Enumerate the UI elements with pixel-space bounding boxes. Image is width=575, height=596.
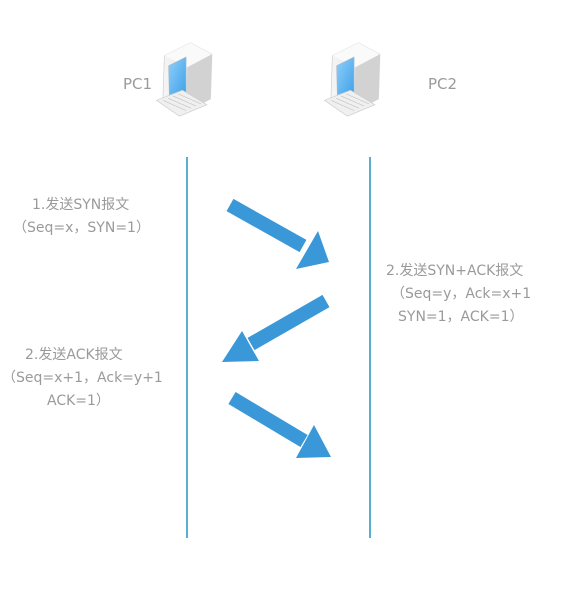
- step-syn-ack-line-1: 2.发送SYN+ACK报文: [386, 263, 523, 279]
- step-ack-line-1: 2.发送ACK报文: [25, 347, 123, 363]
- pc1-label: PC1: [123, 75, 152, 93]
- arrow-syn-ack: [222, 294, 330, 362]
- desktop-computer-icon: [323, 42, 381, 117]
- step-syn-label: 1.发送SYN报文 （Seq=x，SYN=1）: [13, 197, 150, 236]
- pc2-label: PC2: [428, 75, 457, 93]
- step-syn-ack-label: 2.发送SYN+ACK报文 （Seq=y，Ack=x+1 SYN=1，ACK=1…: [386, 263, 531, 325]
- desktop-computer-icon: [155, 42, 213, 117]
- arrow-ack: [228, 391, 331, 458]
- step-syn-ack-line-2: （Seq=y，Ack=x+1: [391, 286, 531, 302]
- step-ack-line-3: ACK=1）: [47, 393, 110, 409]
- step-ack-label: 2.发送ACK报文 （Seq=x+1，Ack=y+1 ACK=1）: [2, 347, 163, 409]
- step-syn-line-1: 1.发送SYN报文: [32, 197, 129, 213]
- step-syn-line-2: （Seq=x，SYN=1）: [13, 220, 150, 236]
- step-syn-ack-line-3: SYN=1，ACK=1）: [398, 309, 523, 325]
- step-ack-line-2: （Seq=x+1，Ack=y+1: [2, 370, 163, 386]
- arrow-syn: [226, 198, 329, 269]
